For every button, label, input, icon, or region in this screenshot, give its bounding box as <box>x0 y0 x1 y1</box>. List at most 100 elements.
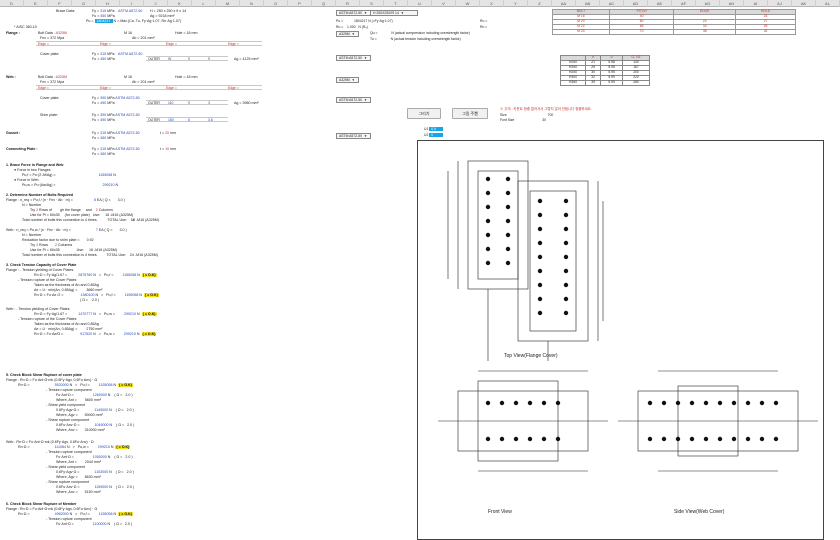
bolt-mark <box>485 436 491 442</box>
column-header-cell[interactable]: L <box>192 0 216 7</box>
gusset-material-dropdown[interactable]: ASTM A572-50▼ <box>336 133 371 139</box>
column-header-cell[interactable]: V <box>432 0 456 7</box>
brace-material-dropdown[interactable]: ASTM A572-50▼ <box>336 10 371 16</box>
bolt-mark <box>759 400 765 406</box>
column-header-cell[interactable]: O <box>264 0 288 7</box>
column-header-cell[interactable]: R <box>336 0 360 7</box>
column-header-cell[interactable]: Q <box>312 0 336 7</box>
u1-row: U1 0.9 <box>424 127 444 131</box>
column-header-cell[interactable]: G <box>72 0 96 7</box>
bolt-type-dropdown[interactable]: A325M▼ <box>336 31 359 37</box>
bolt-mark <box>485 246 491 252</box>
bolt-mark <box>675 400 681 406</box>
section-select[interactable]: H 250X250X9 14▼ <box>370 10 418 16</box>
column-header-cell[interactable]: AL <box>816 0 840 7</box>
column-header-cell[interactable]: AE <box>648 0 672 7</box>
column-header-cell[interactable]: M <box>216 0 240 7</box>
warning-note: ※ 주의 : 카운트 정중 없어서서 그렇지 않아 안됩니다 정중하세요. <box>500 107 592 111</box>
ok-badge: ( = O.K) <box>141 312 157 316</box>
bolt-mark <box>555 436 561 442</box>
bolt-mark <box>505 260 511 266</box>
column-header-cell[interactable]: AJ <box>768 0 792 7</box>
section-1-title: 1. Brace Force in Flange and Web <box>6 163 64 167</box>
column-header-cell[interactable]: J <box>144 0 168 7</box>
aisc-ref: * AISC 360-10 <box>14 25 37 29</box>
cover-material-dropdown[interactable]: ASTM A572-50▼ <box>336 55 371 61</box>
column-header-cell[interactable]: AD <box>624 0 648 7</box>
s5-web-anv: 0.6Fu·Anv·Ω = 1159000 N ( Ω = 2.0 ) <box>56 485 135 489</box>
column-header-cell[interactable]: W <box>456 0 480 7</box>
mid-r: Ru = 1.000 N (Rₙ) <box>336 25 368 29</box>
s1-web-force: ● Force in Web <box>14 178 39 182</box>
section-5-title: 5. Check Block Shear Rupture of cover pl… <box>6 373 82 377</box>
column-header-cell[interactable]: AI <box>744 0 768 7</box>
column-header-cell[interactable]: AB <box>576 0 600 7</box>
shim-plate-label: Shim plate: <box>40 113 58 117</box>
column-header-cell[interactable]: Z <box>528 0 552 7</box>
column-header-cell[interactable]: X <box>480 0 504 7</box>
u2-row: U2 0 <box>424 133 444 137</box>
s5-anv: 0.6Fu·Anv·Ω = 1049000 N ( Ω = 2.0 ) <box>56 423 135 427</box>
column-header-cell[interactable]: D <box>0 0 24 7</box>
column-header-cell[interactable]: F <box>48 0 72 7</box>
bolt-mark <box>563 240 569 246</box>
bolt-mark <box>717 400 723 406</box>
column-header-cell[interactable]: AF <box>672 0 696 7</box>
brace-spec: ASTM A572-50 <box>118 9 143 13</box>
draw-button[interactable]: 그리기 <box>407 108 441 119</box>
bolt-mark <box>563 226 569 232</box>
web-bolt-dropdown[interactable]: A325M▼ <box>336 77 359 83</box>
s2-web-number: N = Number <box>22 233 42 237</box>
column-header-cell[interactable]: T <box>384 0 408 7</box>
bolt-mark <box>527 436 533 442</box>
bolt-mark <box>485 232 491 238</box>
column-header-cell[interactable]: H <box>96 0 120 7</box>
column-header-cell[interactable]: P <box>288 0 312 7</box>
bolt-mark <box>563 268 569 274</box>
mid-qu: Qu = N (actual compression including ove… <box>370 31 470 35</box>
cover-ag: Ag = 4125 mm² <box>234 57 259 61</box>
s5-flange: Flange : Rn·Ω = Fu·Ant·Ω·mk (0.6Fy·Agv, … <box>6 378 98 382</box>
s5-web-where-anv: Where, Anv = 5150 mm² <box>56 490 101 494</box>
column-header-cell[interactable]: AA <box>552 0 576 7</box>
caption-front-view: Front View <box>488 509 512 515</box>
column-header-cell[interactable]: K <box>168 0 192 7</box>
export-drawing-button[interactable]: 그림 주뽑 <box>452 108 488 119</box>
column-header-cell[interactable]: I <box>120 0 144 7</box>
bolt-mark <box>541 400 547 406</box>
web-label: Web : <box>6 75 16 79</box>
web-cover-ag: Ag = 3960 mm² <box>234 101 259 105</box>
web-cover-material-dropdown[interactable]: ASTM A572-50▼ <box>336 97 371 103</box>
bolt-mark <box>541 436 547 442</box>
s5-where-anv: Where, Anv = 310000 mm² <box>56 428 105 432</box>
caption-side-view: Side View(Web Cover) <box>674 509 725 515</box>
column-header-cell[interactable]: Y <box>504 0 528 7</box>
column-header-cell[interactable]: S <box>360 0 384 7</box>
caption-top-view: Top View(Flange Cover) <box>504 353 558 359</box>
bolt-mark <box>485 190 491 196</box>
column-header-cell[interactable]: N <box>240 0 264 7</box>
s5-agv: 0.6Fy·Agv·Ω = 1149000 N ( Ω = 2.0 ) <box>56 408 134 412</box>
spreadsheet-area: Brace Data: Fy = 315 MPa ASTM A572-50 H … <box>0 7 840 540</box>
mid-rn: Rn = <box>480 25 488 29</box>
bolt-mark <box>505 190 511 196</box>
bolt-mark <box>563 198 569 204</box>
bolt-mark <box>563 282 569 288</box>
column-header-cell[interactable]: AK <box>792 0 816 7</box>
s5-web-shear-rup: - Shear rupture component <box>46 480 89 484</box>
bolt-mark <box>647 436 653 442</box>
column-header-cell[interactable]: AG <box>696 0 720 7</box>
bolt-mark <box>773 436 779 442</box>
bolt-mark <box>563 212 569 218</box>
ok-badge: ( = O.K) <box>143 293 159 297</box>
bolt-mark <box>485 176 491 182</box>
conn-thickness: t = 10 mm <box>160 147 177 151</box>
column-header-cell[interactable]: AC <box>600 0 624 7</box>
column-header-cell[interactable]: AH <box>720 0 744 7</box>
column-header-cell[interactable]: E <box>24 0 48 7</box>
column-header-cell[interactable]: U <box>408 0 432 7</box>
